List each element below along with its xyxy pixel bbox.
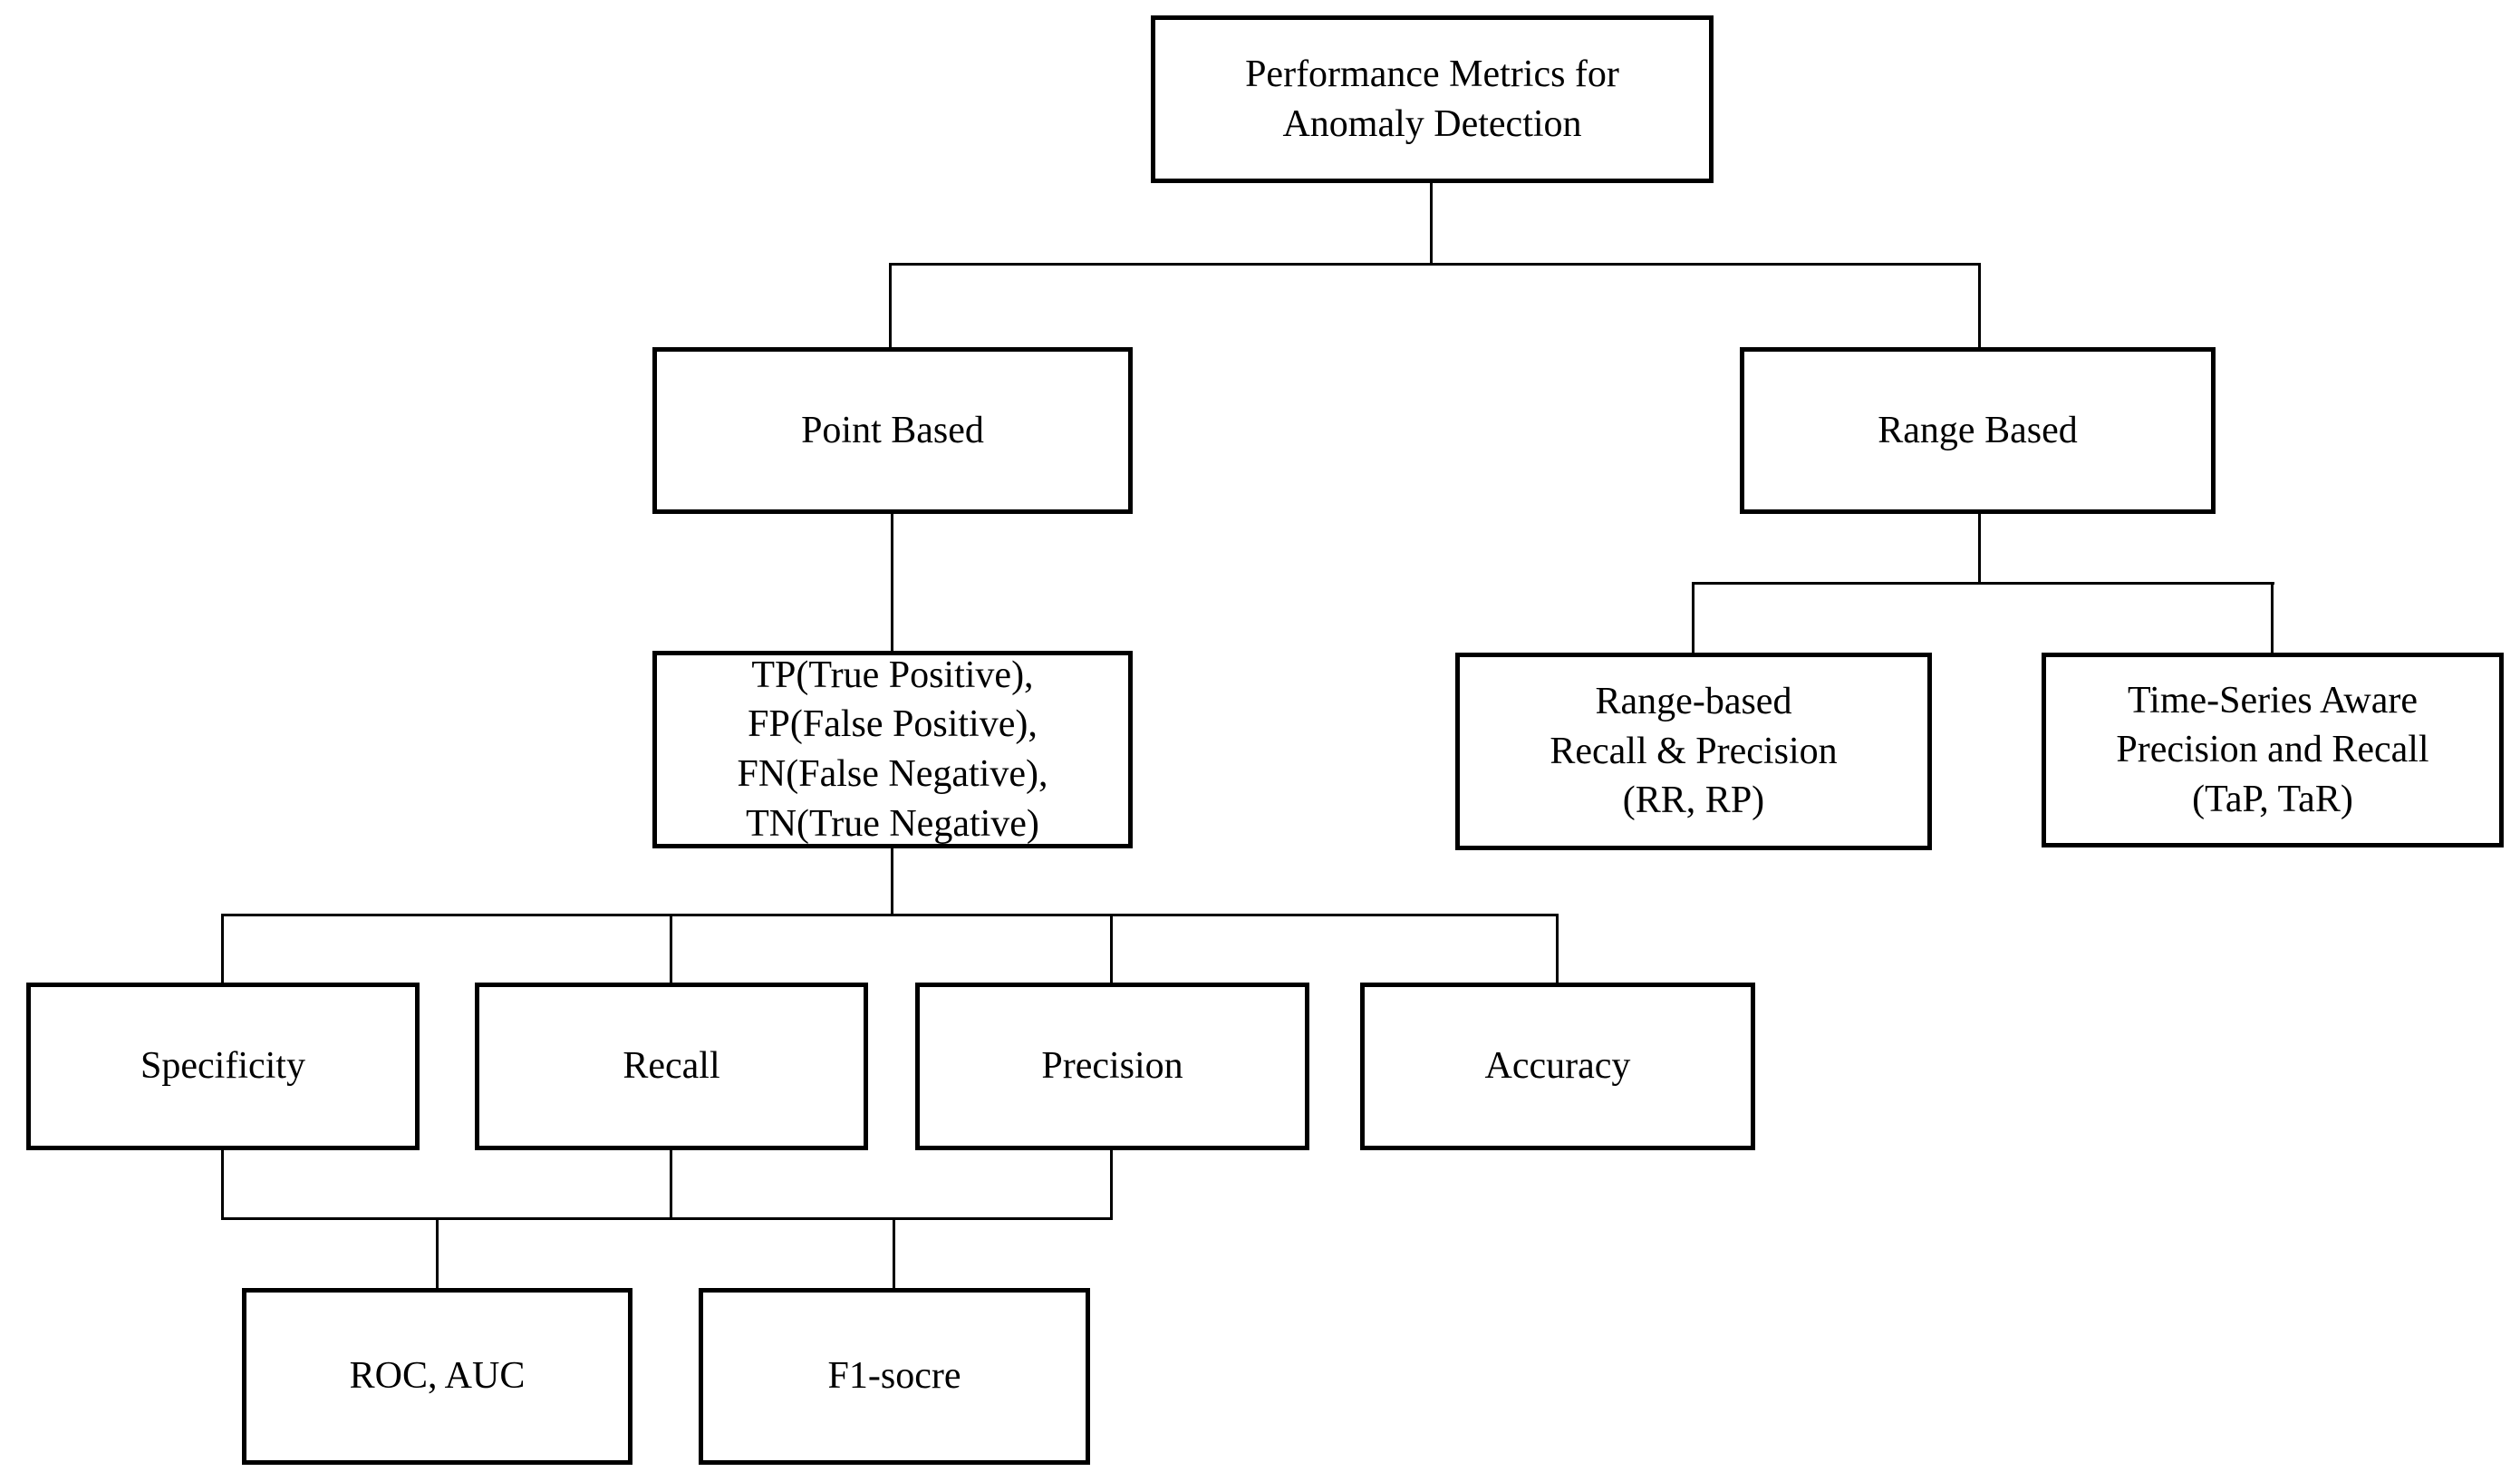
- connector-specificity-stem: [221, 1150, 224, 1219]
- connector-drop-range-based: [1978, 263, 1981, 347]
- node-range-based: Range Based: [1740, 347, 2216, 514]
- connector-level1-bus: [891, 263, 1981, 266]
- connector-drop-accuracy: [1556, 914, 1559, 983]
- node-specificity: Specificity: [26, 983, 420, 1150]
- connector-root-stem: [1430, 183, 1433, 265]
- node-f1-score: F1-socre: [699, 1288, 1090, 1465]
- connector-range-bus: [1692, 582, 2274, 585]
- node-confusion-matrix-terms-label: TP(True Positive), FP(False Positive), F…: [737, 654, 1048, 845]
- node-recall-label: Recall: [623, 1045, 720, 1088]
- node-range-based-label: Range Based: [1878, 409, 2078, 451]
- node-accuracy: Accuracy: [1360, 983, 1755, 1150]
- node-confusion-matrix-terms: TP(True Positive), FP(False Positive), F…: [652, 651, 1133, 848]
- connector-drop-tap-tar: [2271, 582, 2274, 653]
- connector-drop-rr-rp: [1692, 582, 1694, 653]
- node-time-series-aware: Time-Series Aware Precision and Recall (…: [2042, 653, 2504, 847]
- node-roc-auc: ROC, AUC: [242, 1288, 632, 1465]
- connector-level3-bus: [221, 914, 1559, 916]
- node-root: Performance Metrics for Anomaly Detectio…: [1151, 15, 1714, 183]
- connector-recall-stem: [670, 1150, 672, 1219]
- connector-drop-f1-score: [893, 1217, 895, 1288]
- connector-drop-precision: [1110, 914, 1113, 983]
- node-root-label: Performance Metrics for Anomaly Detectio…: [1245, 53, 1619, 145]
- node-f1-score-label: F1-socre: [827, 1355, 961, 1398]
- connector-drop-roc-auc: [436, 1217, 439, 1288]
- node-precision-label: Precision: [1041, 1045, 1183, 1088]
- node-point-based-label: Point Based: [801, 409, 984, 451]
- node-range-based-recall-precision-label: Range-based Recall & Precision (RR, RP): [1550, 681, 1838, 822]
- node-accuracy-label: Accuracy: [1484, 1045, 1631, 1088]
- connector-range-stem: [1978, 514, 1981, 585]
- connector-drop-point-based: [889, 263, 892, 347]
- node-range-based-recall-precision: Range-based Recall & Precision (RR, RP): [1455, 653, 1932, 850]
- node-time-series-aware-label: Time-Series Aware Precision and Recall (…: [2116, 679, 2429, 820]
- connector-point-to-confusion: [891, 514, 893, 651]
- node-precision: Precision: [915, 983, 1309, 1150]
- connector-drop-recall: [670, 914, 672, 983]
- node-roc-auc-label: ROC, AUC: [349, 1355, 526, 1398]
- connector-confusion-stem: [891, 847, 893, 915]
- node-recall: Recall: [475, 983, 868, 1150]
- node-specificity-label: Specificity: [140, 1045, 305, 1088]
- node-point-based: Point Based: [652, 347, 1133, 514]
- connector-drop-specificity: [221, 914, 224, 983]
- connector-precision-stem: [1110, 1150, 1113, 1219]
- connector-level4-bus: [221, 1217, 1113, 1220]
